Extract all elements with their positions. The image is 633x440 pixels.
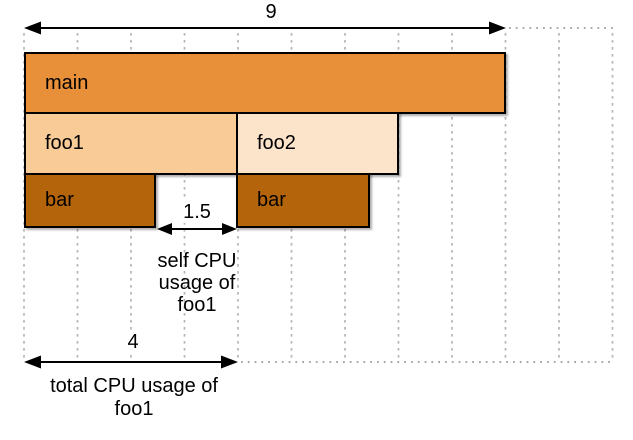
frame-foo1-label: foo1 xyxy=(45,132,84,154)
frame-foo1: foo1 xyxy=(24,112,238,175)
frame-foo2-label: foo2 xyxy=(257,132,296,154)
total-width-value: 9 xyxy=(236,1,306,23)
dotted-extension-lines xyxy=(241,27,613,363)
self-usage-caption: self CPU usage of foo1 xyxy=(157,250,237,316)
frame-main-label: main xyxy=(45,72,89,94)
frame-bar-right: bar xyxy=(236,173,370,228)
self-usage-arrow xyxy=(157,223,237,235)
frame-bar-left: bar xyxy=(24,173,156,228)
total-usage-caption: total CPU usage of foo1 xyxy=(50,375,218,420)
frame-foo2: foo2 xyxy=(236,112,399,175)
self-usage-value: 1.5 xyxy=(162,201,232,223)
frame-main: main xyxy=(24,52,506,114)
frame-bar-right-label: bar xyxy=(257,189,286,211)
total-usage-arrow xyxy=(24,355,238,369)
total-width-arrow xyxy=(24,21,506,35)
frame-bar-left-label: bar xyxy=(45,189,74,211)
total-usage-value: 4 xyxy=(98,331,168,353)
